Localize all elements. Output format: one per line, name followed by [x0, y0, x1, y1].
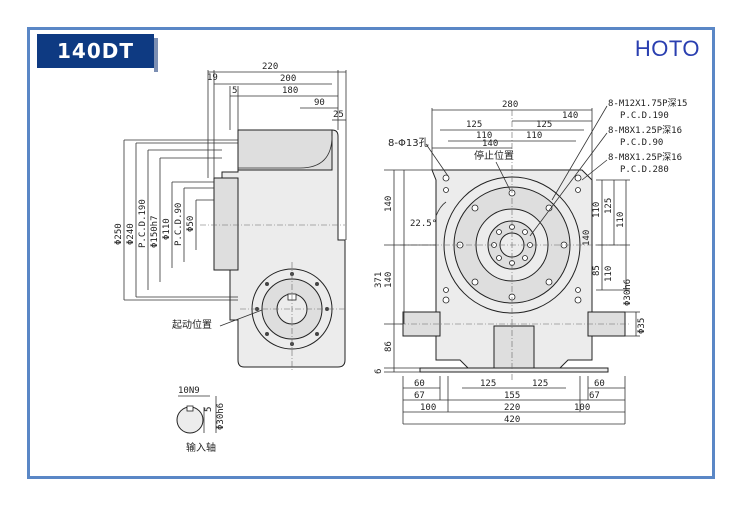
drawing-frame — [27, 27, 715, 479]
dim-right-phi30h6: Φ30h6 — [623, 279, 633, 306]
dim-bottom-155: 155 — [504, 391, 520, 401]
shaft-dim-5: 5 — [204, 407, 214, 412]
callout-pcd90: P.C.D.90 — [620, 138, 663, 148]
dim-phi250: Φ250 — [114, 223, 124, 245]
angle-label: 22.5° — [410, 219, 437, 229]
side-top-block — [237, 129, 333, 171]
dim-280: 280 — [502, 100, 518, 110]
dim-right-125: 125 — [604, 198, 614, 214]
start-position-label: 起动位置 — [172, 318, 212, 331]
dim-86: 86 — [384, 341, 394, 352]
dim-bottom-125-right: 125 — [532, 379, 548, 389]
dim-180: 180 — [282, 86, 298, 96]
shaft-diameter: Φ30h6 — [216, 403, 226, 430]
shaft-key-dim: 10N9 — [178, 386, 200, 396]
dim-110-right: 110 — [526, 131, 542, 141]
dim-220: 220 — [262, 62, 278, 72]
shaft-detail: 10N9 5 Φ30h6 输入轴 — [176, 386, 226, 454]
dim-19: 19 — [207, 73, 218, 83]
dim-pcd90: P.C.D.90 — [174, 203, 184, 246]
dim-bottom-67-left: 67 — [414, 391, 425, 401]
dim-140-left: 140 — [482, 139, 498, 149]
dim-bottom-100-right: 100 — [574, 403, 590, 413]
side-view: 220 19 200 5 180 90 25 Φ250 Φ240 P.C — [114, 62, 347, 372]
callout-pcd280: P.C.D.280 — [620, 165, 669, 175]
dim-right-110-b: 110 — [616, 212, 626, 228]
input-shaft-label: 输入轴 — [186, 441, 216, 454]
dim-right-140: 140 — [582, 230, 592, 246]
dim-bottom-60-left: 60 — [414, 379, 425, 389]
front-view: 8-M12X1.75P深15 P.C.D.190 8-M8X1.25P深16 P… — [374, 98, 687, 425]
hole-label: 8-Φ13孔 — [388, 137, 429, 149]
dim-pcd190: P.C.D.190 — [138, 199, 148, 248]
callout-m8-a: 8-M8X1.25P深16 — [608, 125, 682, 136]
model-title: 140DT — [37, 34, 154, 68]
dim-bottom-125-left: 125 — [480, 379, 496, 389]
dim-140-right: 140 — [562, 111, 578, 121]
dim-90: 90 — [314, 98, 325, 108]
dim-125-right: 125 — [536, 120, 552, 130]
callout-m8-b: 8-M8X1.25P深16 — [608, 152, 682, 163]
dim-110-left: 110 — [476, 131, 492, 141]
title-badge-shadow — [154, 38, 158, 72]
callout-m12: 8-M12X1.75P深15 — [608, 98, 687, 109]
dim-right-phi35: Φ35 — [637, 318, 647, 334]
dim-200: 200 — [280, 74, 296, 84]
center-leg — [493, 325, 535, 369]
base-plate — [419, 367, 609, 373]
dim-371: 371 — [374, 272, 384, 288]
dim-right-110-a: 110 — [592, 202, 602, 218]
dim-phi240: Φ240 — [126, 223, 136, 245]
callout-pcd190: P.C.D.190 — [620, 111, 669, 121]
dim-5: 5 — [232, 86, 237, 96]
dim-right-110-c: 110 — [604, 266, 614, 282]
dim-bottom-67-right: 67 — [589, 391, 600, 401]
dim-phi150h7: Φ150h7 — [150, 215, 160, 248]
dim-phi50: Φ50 — [186, 216, 196, 232]
dim-left-140-top: 140 — [384, 196, 394, 212]
dim-left-140-bottom: 140 — [384, 272, 394, 288]
stop-position-label: 停止位置 — [474, 149, 514, 162]
side-flange — [213, 177, 239, 271]
dim-bottom-100-left: 100 — [420, 403, 436, 413]
dim-25: 25 — [333, 110, 344, 120]
dim-6: 6 — [374, 369, 384, 374]
dim-125-left: 125 — [466, 120, 482, 130]
dim-phi110: Φ110 — [162, 218, 172, 240]
dim-bottom-60-right: 60 — [594, 379, 605, 389]
dim-bottom-420: 420 — [504, 415, 520, 425]
brand-logo: HOTO — [634, 36, 700, 61]
dim-right-85: 85 — [592, 265, 602, 276]
dim-bottom-220: 220 — [504, 403, 520, 413]
